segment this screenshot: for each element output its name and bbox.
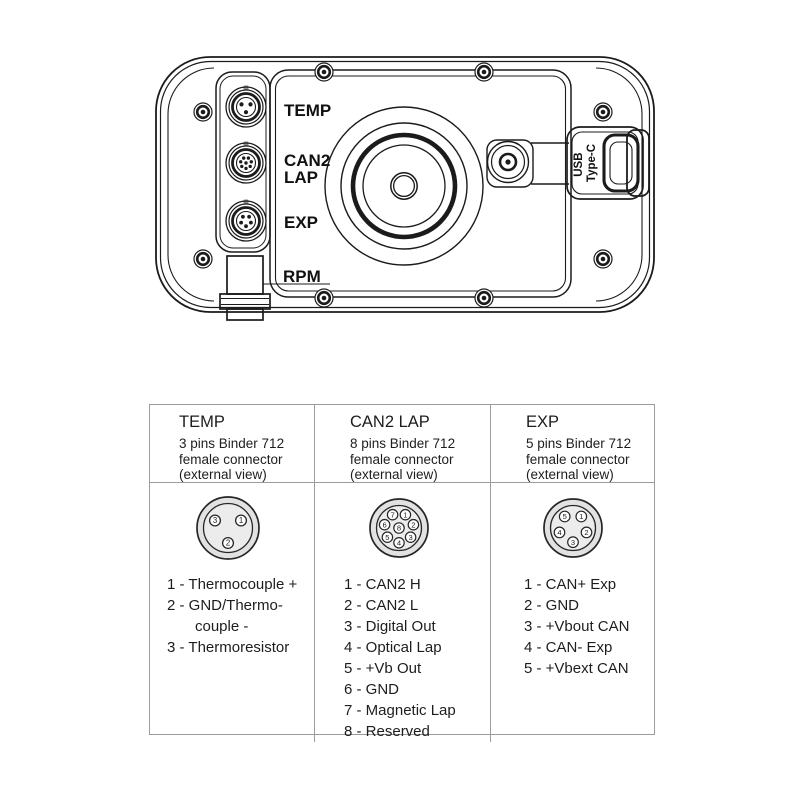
column-description: 3 pins Binder 712 female connector (exte… — [179, 436, 285, 483]
svg-text:4: 4 — [557, 528, 561, 537]
pin-6: 6 — [378, 518, 391, 531]
side-button — [486, 139, 569, 188]
pin-2: 2 — [580, 526, 593, 539]
pin-3: 3 — [208, 514, 222, 527]
svg-text:3: 3 — [571, 538, 575, 547]
temp-column-header: TEMP 3 pins Binder 712 female connector … — [150, 405, 314, 483]
central-mount — [324, 106, 484, 266]
svg-text:2: 2 — [411, 520, 415, 529]
exp-port-label: EXP — [284, 213, 318, 232]
pin-list-line: 8 - Reserved — [344, 723, 430, 740]
temp-pin-list: 1 - Thermocouple + 2 - GND/Thermo-couple … — [150, 574, 314, 658]
pin-list-line: 5 - +Vbext CAN — [524, 660, 629, 677]
pin-list-line: 2 - CAN2 L — [344, 597, 419, 614]
pin-list-line: 6 - GND — [344, 681, 400, 698]
pin-5: 5 — [381, 531, 394, 543]
exp-pin-diagram: 1 2 3 4 5 — [543, 498, 603, 558]
pin-list-line: 2 - GND/Thermo- — [167, 597, 283, 614]
screw-icon — [473, 61, 495, 83]
column-title: CAN2 LAP — [350, 413, 430, 431]
column-description: 5 pins Binder 712 female connector (exte… — [526, 436, 632, 483]
pin-2: 2 — [221, 536, 235, 550]
rpm-port-label: RPM — [283, 267, 321, 286]
connector-strip — [215, 71, 271, 253]
svg-text:3: 3 — [408, 533, 412, 542]
svg-text:2: 2 — [584, 528, 588, 537]
pin-7: 7 — [386, 508, 399, 521]
screw-icon — [592, 101, 614, 123]
pin-3: 3 — [404, 531, 417, 543]
temp-port-label: TEMP — [284, 101, 331, 120]
pin-1: 1 — [399, 508, 412, 521]
can2-lap-pin-list: 1 - CAN2 H 2 - CAN2 L 3 - Digital Out 4 - O… — [315, 574, 490, 742]
pin-list-line: 1 - CAN+ Exp — [524, 576, 617, 593]
device-body — [155, 56, 655, 313]
exp-connector — [225, 199, 267, 242]
pin-list-line: 7 - Magnetic Lap — [344, 702, 456, 719]
screw-icon — [473, 287, 495, 309]
can2-port-label: CAN2 — [284, 151, 330, 170]
pin-list-line: 4 - Optical Lap — [344, 639, 442, 656]
pin-8: 8 — [393, 522, 405, 534]
exp-pin-list: 1 - CAN+ Exp 2 - GND 3 - +Vbout CAN 4 - CAN… — [491, 574, 654, 679]
svg-text:1: 1 — [239, 516, 243, 525]
pin-1: 1 — [234, 514, 248, 527]
exp-pinout-cell: 1 2 3 4 5 1 - CAN+ Exp — [490, 483, 654, 742]
screw-icon — [192, 101, 214, 123]
svg-text:5: 5 — [563, 512, 567, 521]
device-drawing: USB Type-C TEMP CAN2 LAP EXP RPM — [155, 56, 655, 321]
pin-list-line: 3 - Thermoresistor — [167, 639, 290, 656]
pin-4: 4 — [553, 526, 566, 539]
svg-text:7: 7 — [390, 510, 394, 519]
usb-type-c-port: USB Type-C — [566, 126, 650, 200]
svg-text:6: 6 — [382, 520, 386, 529]
screw-icon — [313, 287, 335, 309]
screw-icon — [592, 248, 614, 270]
pin-1: 1 — [575, 510, 588, 523]
temp-pinout-cell: 1 2 3 1 - Thermocouple + 2 - GND/Thermo-c… — [150, 483, 314, 742]
column-description: 8 pins Binder 712 female connector (exte… — [350, 436, 456, 483]
svg-text:5: 5 — [385, 533, 389, 542]
pin-list-line: 5 - +Vb Out — [344, 660, 422, 677]
svg-text:2: 2 — [226, 539, 230, 548]
temp-pin-diagram: 1 2 3 — [196, 496, 260, 560]
pin-list-line: couple - — [195, 618, 249, 635]
lap-port-label: LAP — [284, 168, 318, 187]
pin-list-line: 4 - CAN- Exp — [524, 639, 613, 656]
pin-5: 5 — [558, 510, 571, 523]
svg-text:1: 1 — [579, 512, 583, 521]
column-title: EXP — [526, 413, 560, 431]
usb-port-label: USB Type-C — [573, 144, 598, 182]
pin-3: 3 — [567, 536, 579, 549]
pin-list-line: 3 - +Vbout CAN — [524, 618, 630, 635]
can2-lap-pinout-cell: 1 2 3 4 5 — [314, 483, 490, 742]
temp-connector — [225, 85, 267, 128]
column-title: TEMP — [179, 413, 225, 431]
rpm-connector — [219, 255, 330, 321]
svg-text:8: 8 — [397, 524, 401, 533]
can2-lap-connector — [225, 141, 267, 184]
svg-text:1: 1 — [403, 510, 407, 519]
can2-lap-column-header: CAN2 LAP 8 pins Binder 712 female connec… — [314, 405, 490, 483]
svg-text:3: 3 — [213, 516, 217, 525]
exp-column-header: EXP 5 pins Binder 712 female connector (… — [490, 405, 654, 483]
can2-lap-pin-diagram: 1 2 3 4 5 — [369, 498, 429, 558]
screw-icon — [192, 248, 214, 270]
pin-list-line: 1 - CAN2 H — [344, 576, 421, 593]
pin-4: 4 — [393, 537, 405, 549]
pin-list-line: 3 - Digital Out — [344, 618, 436, 635]
pin-list-line: 2 - GND — [524, 597, 580, 614]
svg-text:4: 4 — [397, 539, 401, 548]
pin-2: 2 — [407, 518, 420, 531]
screw-icon — [313, 61, 335, 83]
pin-list-line: 1 - Thermocouple + — [167, 576, 298, 593]
pinout-table: TEMP 3 pins Binder 712 female connector … — [149, 404, 655, 742]
